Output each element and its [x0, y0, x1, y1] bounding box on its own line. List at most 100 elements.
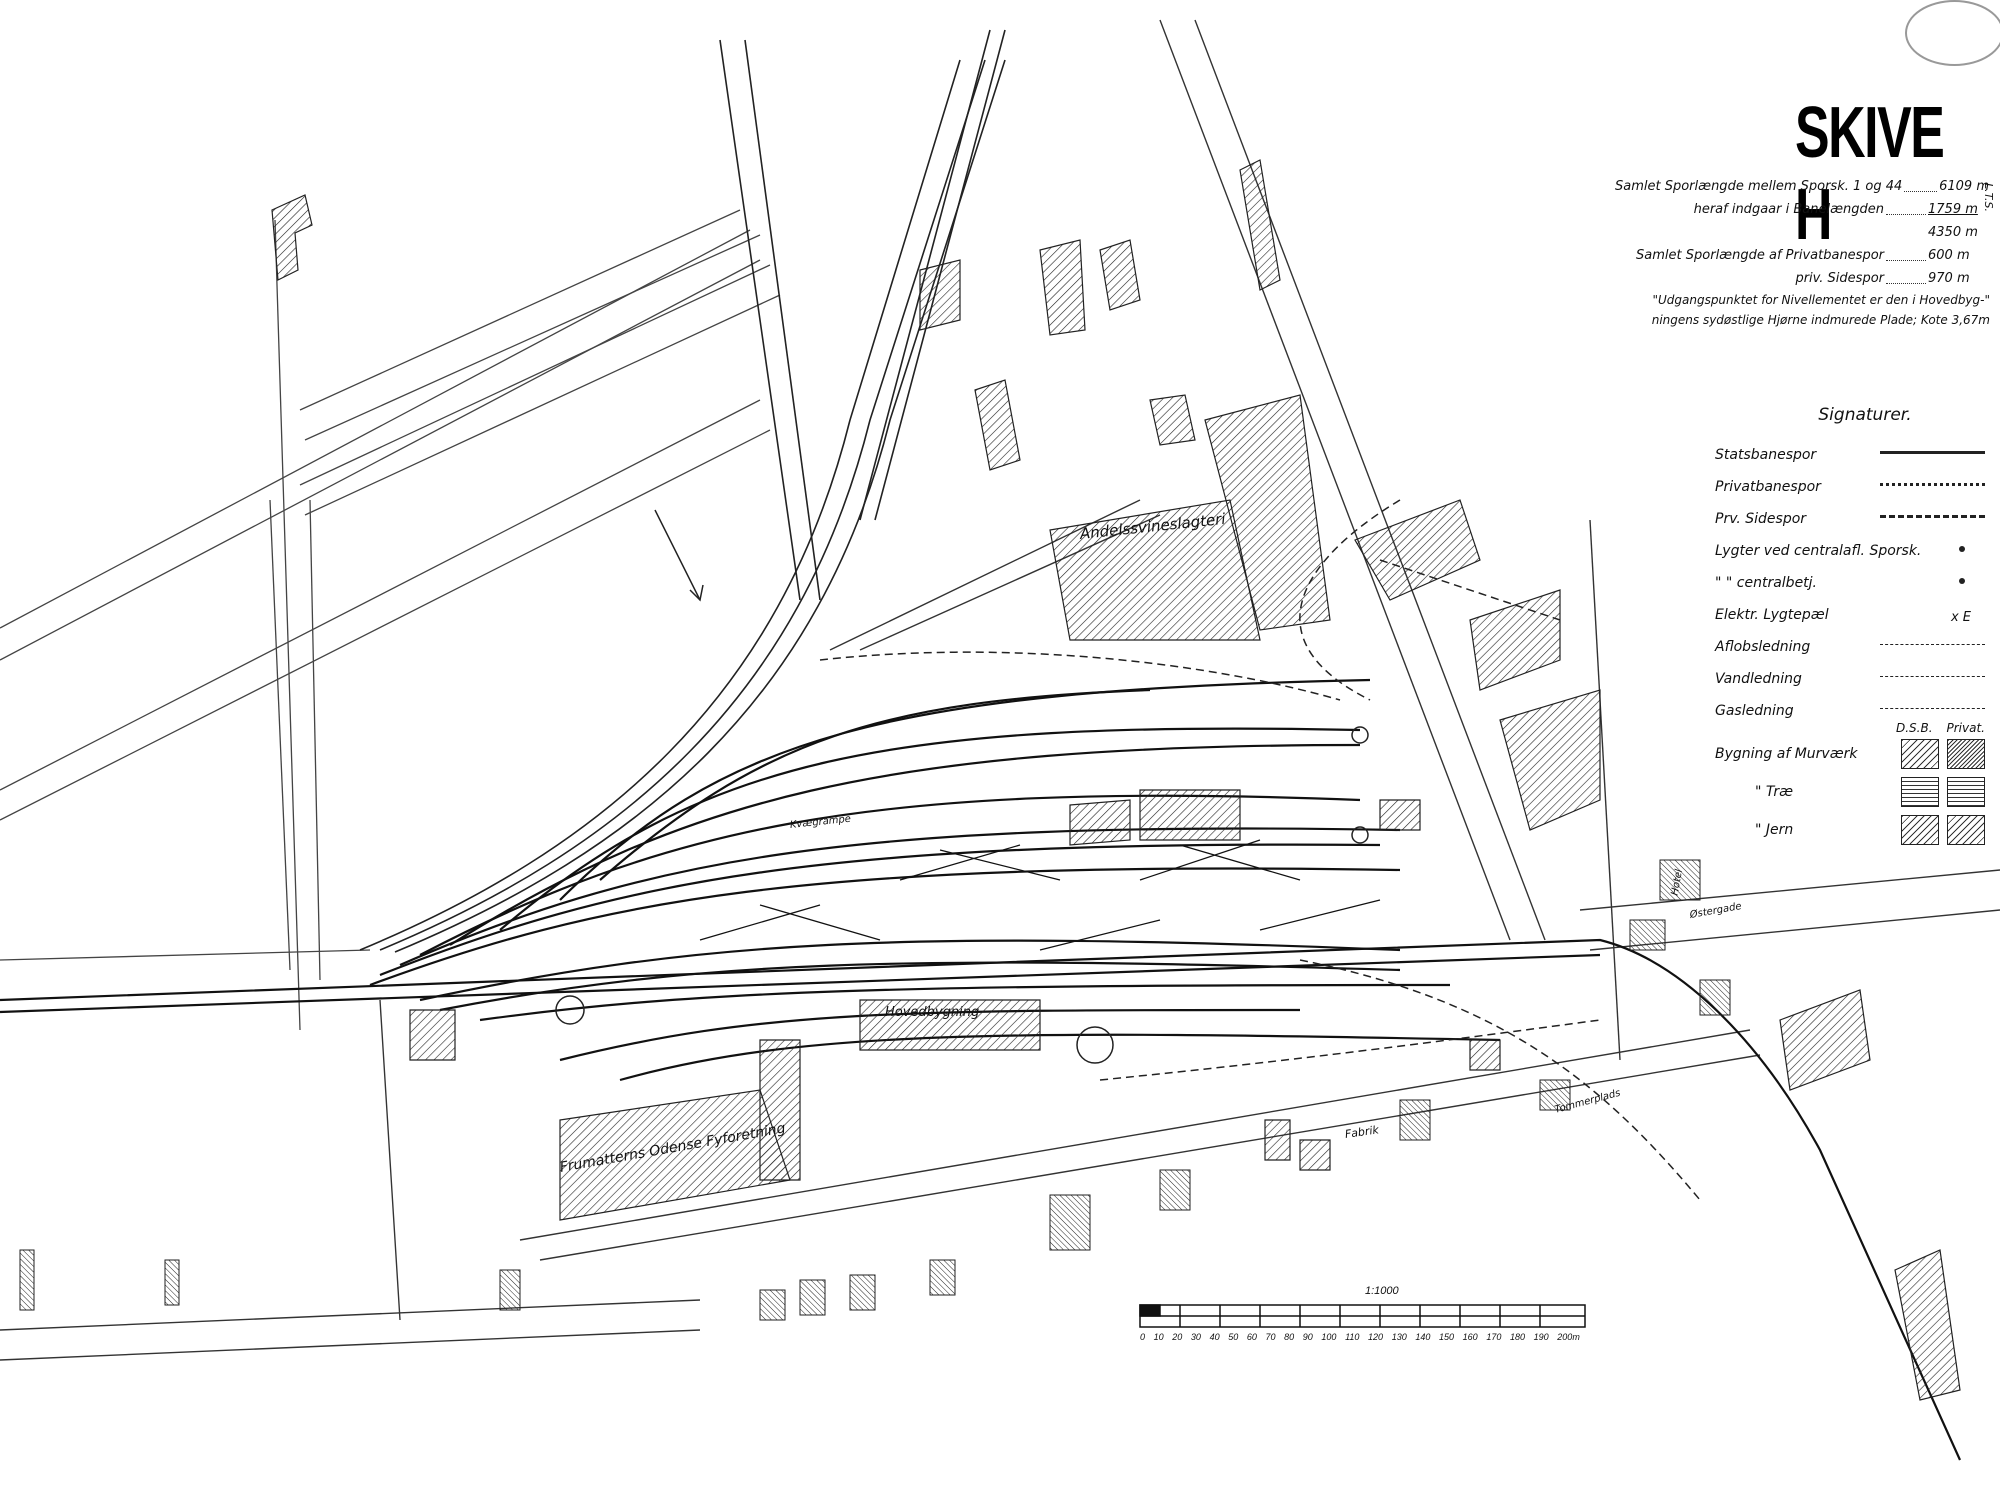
scale-tick: 10	[1153, 1332, 1164, 1342]
masonry-swatches	[1901, 739, 1985, 769]
dotted-leader	[1886, 244, 1926, 261]
scale-tick: 110	[1345, 1332, 1360, 1342]
stats-sidings-value: 970 m	[1928, 271, 1970, 286]
legend-label: Lygter ved centralafl. Sporsk.	[1715, 543, 1922, 559]
dot-icon	[1959, 578, 1965, 584]
scale-tick: 180	[1509, 1332, 1526, 1342]
legend-label: Privatbanespor	[1715, 479, 1821, 495]
lamp-central-symbol	[1880, 578, 1985, 588]
legend-label: " Træ	[1755, 784, 1794, 800]
legend-label: " " centralbetj.	[1715, 575, 1818, 591]
state-track-symbol	[1880, 450, 1985, 464]
station-tracks	[0, 678, 1962, 1461]
field-lines	[0, 209, 781, 1031]
private-track-symbol	[1880, 482, 1985, 496]
legend-item: Privatbanespor	[1715, 471, 1985, 503]
swatch-private	[1947, 777, 1985, 807]
archive-stamp	[1905, 0, 2000, 66]
legend-building-item: Bygning af Murværk	[1715, 735, 1985, 773]
scale-tick: 150	[1439, 1332, 1455, 1342]
stats-total-value: 6109 m	[1939, 179, 1989, 194]
legend-label: Prv. Sidespor	[1715, 511, 1807, 527]
scale-tick: 90	[1302, 1332, 1313, 1342]
legend: Signaturer. Statsbanespor Privatbanespor…	[1715, 405, 1985, 849]
leveling-note-line2: ningens sydøstlige Hjørne indmurede Plad…	[1651, 313, 1990, 327]
stats-row-sidings: priv. Sidespor 970 m	[1615, 267, 1990, 290]
scale-tick: 40	[1209, 1332, 1220, 1342]
electric-lamp-symbol: x E	[1950, 610, 1971, 625]
legend-item: Aflobsledning	[1715, 631, 1985, 663]
scale-tick: 120	[1368, 1332, 1384, 1342]
drain-symbol	[1880, 643, 1985, 655]
crossovers	[699, 839, 1381, 951]
legend-item: Elektr. Lygtepæl x E	[1715, 599, 1985, 631]
stats-total-label: Samlet Sporlængde mellem Sporsk. 1 og 44	[1615, 179, 1903, 194]
legend-label: Vandledning	[1715, 671, 1802, 687]
swatch-private	[1947, 815, 1985, 845]
scale-tick: 20	[1172, 1332, 1183, 1342]
scale-tick: 190	[1533, 1332, 1549, 1342]
scale-tick: 0	[1140, 1332, 1146, 1342]
iron-swatches	[1901, 815, 1985, 845]
north-arrow	[654, 509, 704, 602]
buildings	[271, 159, 1961, 1401]
side-mark: L.T.S.	[1982, 183, 1995, 213]
scale-tick: 130	[1391, 1332, 1407, 1342]
legend-building-item: " Jern	[1715, 811, 1985, 849]
stats-row-main: heraf indgaar i Banelængden 1759 m	[1615, 198, 1990, 221]
stats-remainder-value: 4350 m	[1928, 225, 1978, 240]
wood-swatches	[1901, 777, 1985, 807]
legend-item: Lygter ved centralafl. Sporsk.	[1715, 535, 1985, 567]
swatch-dsb	[1901, 815, 1939, 845]
scale-tick: 50	[1228, 1332, 1239, 1342]
legend-columns: D.S.B. Privat.	[1715, 721, 1985, 735]
lamp-symbol	[1880, 546, 1985, 556]
col-dsb: D.S.B.	[1895, 721, 1933, 735]
legend-label: Gasledning	[1715, 703, 1794, 719]
leveling-note-line1: "Udgangspunktet for Nivellementet er den…	[1652, 293, 1990, 307]
stats-row-private: Samlet Sporlængde af Privatbanespor 600 …	[1615, 244, 1990, 267]
scale-tick: 80	[1284, 1332, 1295, 1342]
legend-label: " Jern	[1755, 822, 1794, 838]
scale-tick: 70	[1265, 1332, 1276, 1342]
scale-label: 1:1000	[1365, 1285, 1399, 1297]
swatch-dsb	[1901, 739, 1939, 769]
legend-item: Statsbanespor	[1715, 439, 1985, 471]
scale-bar	[1139, 1304, 1586, 1328]
track-statistics: Samlet Sporlængde mellem Sporsk. 1 og 44…	[1615, 175, 1995, 330]
col-privat: Privat.	[1946, 721, 1985, 735]
legend-item: " " centralbetj.	[1715, 567, 1985, 599]
dotted-leader	[1886, 198, 1926, 215]
legend-item: Vandledning	[1715, 663, 1985, 695]
dot-icon	[1959, 546, 1965, 552]
legend-item: Prv. Sidespor	[1715, 503, 1985, 535]
water-symbol	[1880, 675, 1985, 687]
legend-item: Gasledning	[1715, 695, 1985, 727]
stats-private-label: Samlet Sporlængde af Privatbanespor	[1636, 248, 1884, 263]
legend-building-item: " Træ	[1715, 773, 1985, 811]
stats-main-label: heraf indgaar i Banelængden	[1693, 202, 1884, 217]
stats-sidings-label: priv. Sidespor	[1795, 271, 1884, 286]
stats-row-remainder: 4350 m	[1615, 221, 1990, 244]
legend-label: Elektr. Lygtepæl	[1715, 607, 1829, 623]
stats-main-value: 1759 m	[1928, 202, 1978, 217]
legend-label: Statsbanespor	[1715, 447, 1817, 463]
scale-tick: 100	[1321, 1332, 1337, 1342]
dotted-leader	[1886, 267, 1926, 284]
legend-label: Bygning af Murværk	[1715, 746, 1858, 762]
turntables	[555, 726, 1369, 1064]
stats-private-value: 600 m	[1928, 248, 1970, 263]
scale-tick: 200m	[1557, 1332, 1580, 1342]
gas-symbol	[1880, 707, 1985, 719]
legend-heading: Signaturer.	[1818, 405, 1912, 425]
stats-row-total: Samlet Sporlængde mellem Sporsk. 1 og 44…	[1615, 175, 1990, 198]
scale-tick: 160	[1462, 1332, 1478, 1342]
dotted-leader	[1904, 175, 1938, 192]
map-title: SKIVE H	[1795, 93, 1945, 255]
small-buildings	[19, 859, 1731, 1321]
label-hovedbygning: Hovedbygning	[885, 1005, 980, 1020]
scale-tick: 170	[1486, 1332, 1502, 1342]
swatch-private	[1947, 739, 1985, 769]
